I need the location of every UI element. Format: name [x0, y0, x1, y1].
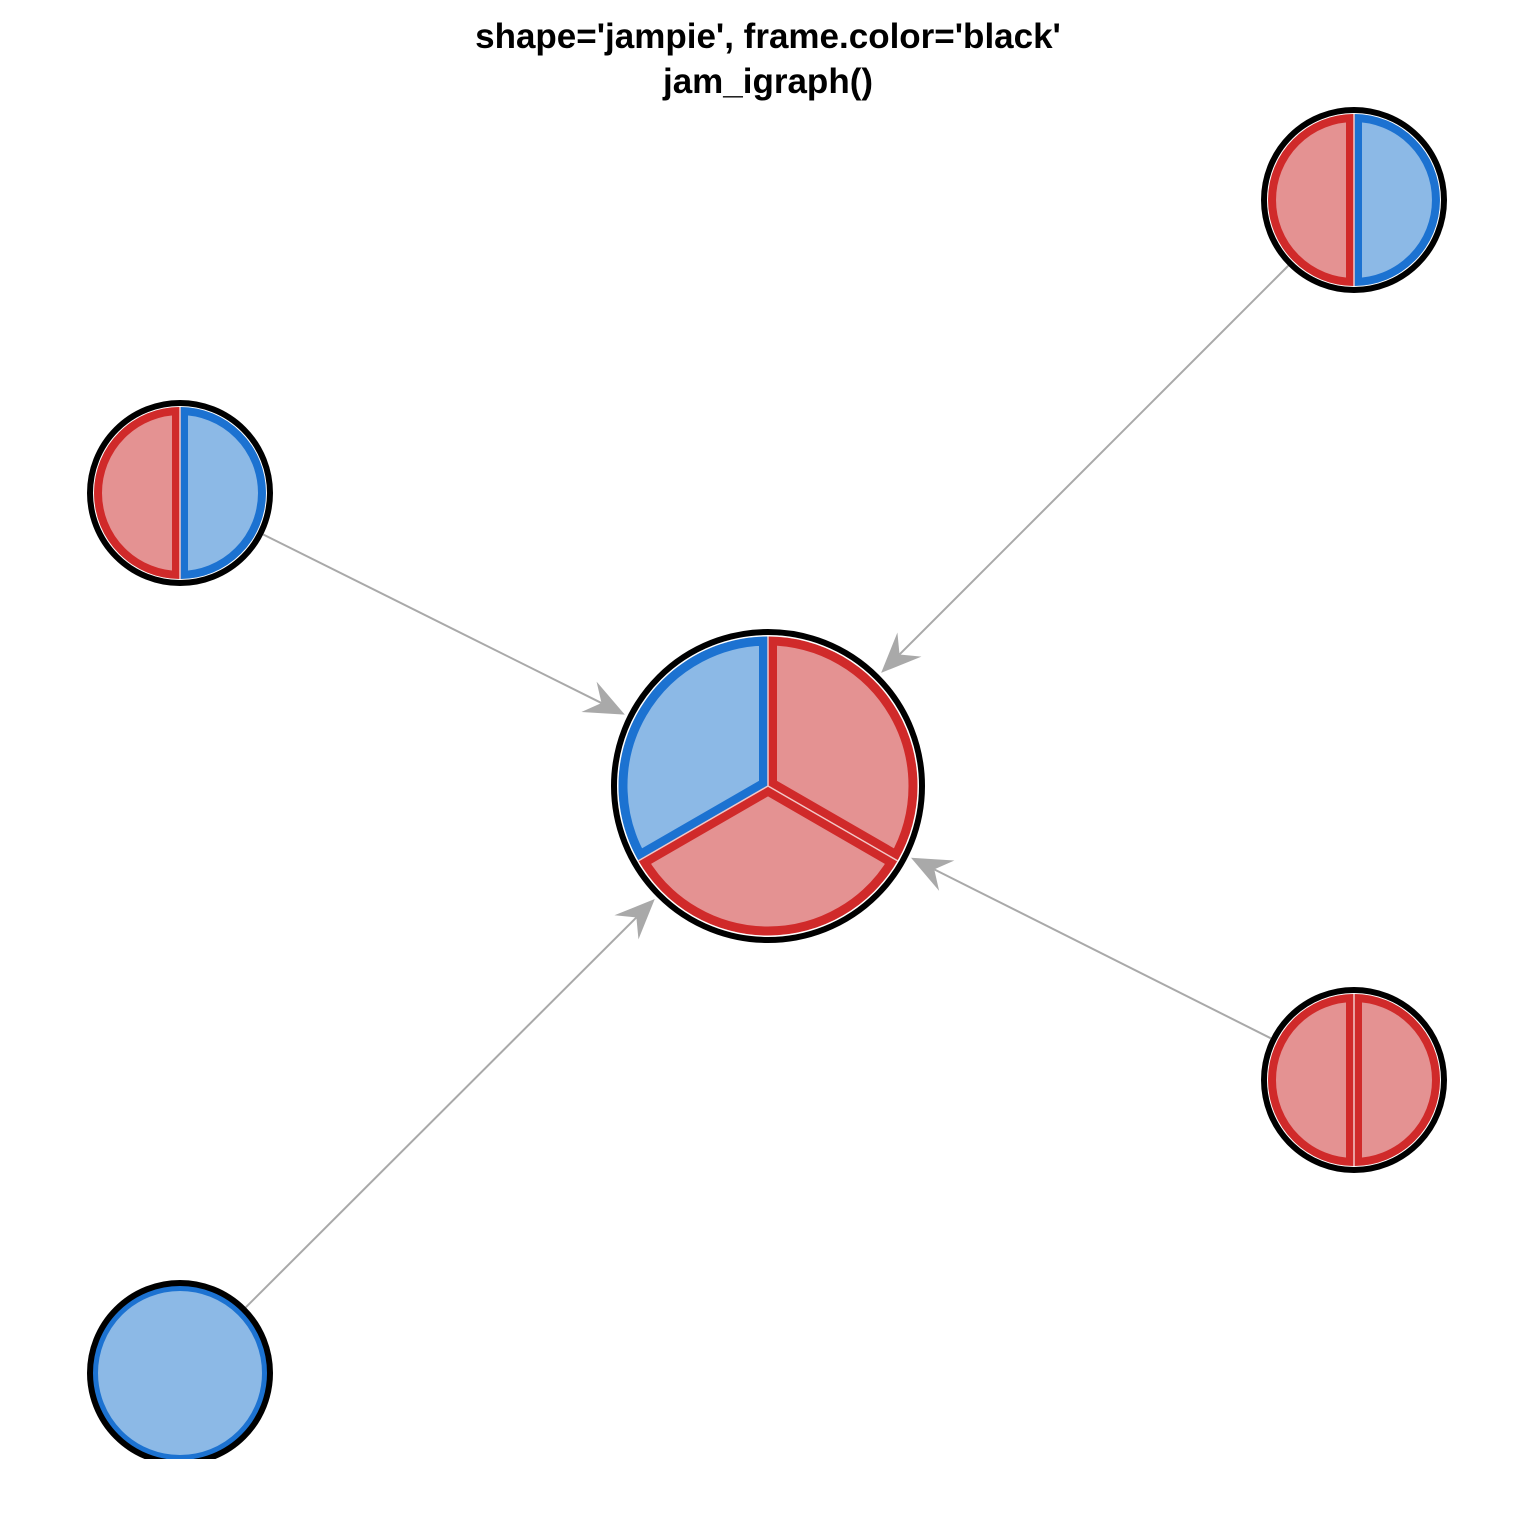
plot-title: shape='jampie', frame.color='black' jam_…: [0, 14, 1536, 104]
edge-line: [245, 916, 638, 1309]
node-frame: [87, 400, 273, 586]
pie-slice: [768, 636, 918, 861]
pie-slice: [180, 407, 266, 579]
edge: [881, 265, 1289, 673]
arrowhead: [614, 899, 655, 940]
pie-slice: [94, 407, 180, 579]
slice-separator: [767, 785, 898, 862]
pie-slice: [1268, 994, 1354, 1166]
arrowhead: [911, 857, 955, 891]
edge-line: [898, 265, 1289, 656]
edge: [245, 899, 655, 1309]
node-frame: [611, 629, 925, 943]
edge: [262, 533, 625, 715]
title-line-1: shape='jampie', frame.color='black': [475, 17, 1061, 56]
edge-line: [933, 868, 1272, 1040]
edges: [245, 265, 1289, 1309]
arrowhead: [881, 632, 922, 673]
node-frame: [1261, 107, 1447, 293]
node-upper-left: [87, 400, 273, 586]
edge-line: [262, 533, 602, 704]
pie-slice: [638, 786, 898, 936]
edge: [911, 857, 1272, 1040]
plot-area: [87, 107, 1447, 1459]
pie-slice: [618, 636, 768, 861]
node-frame: [87, 1280, 273, 1459]
node-lower-right: [1261, 987, 1447, 1173]
node-top-right: [1261, 107, 1447, 293]
pie-slice: [90, 1283, 270, 1459]
pie-slice: [1354, 994, 1440, 1166]
title-line-2: jam_igraph(): [662, 62, 874, 101]
node-frame: [1261, 987, 1447, 1173]
pie-slice: [1268, 114, 1354, 286]
nodes: [87, 107, 1447, 1459]
node-center: [611, 629, 925, 943]
arrowhead: [581, 681, 625, 715]
slice-separator: [638, 785, 769, 862]
pie-slice: [1354, 114, 1440, 286]
node-bottom-left: [87, 1280, 273, 1459]
